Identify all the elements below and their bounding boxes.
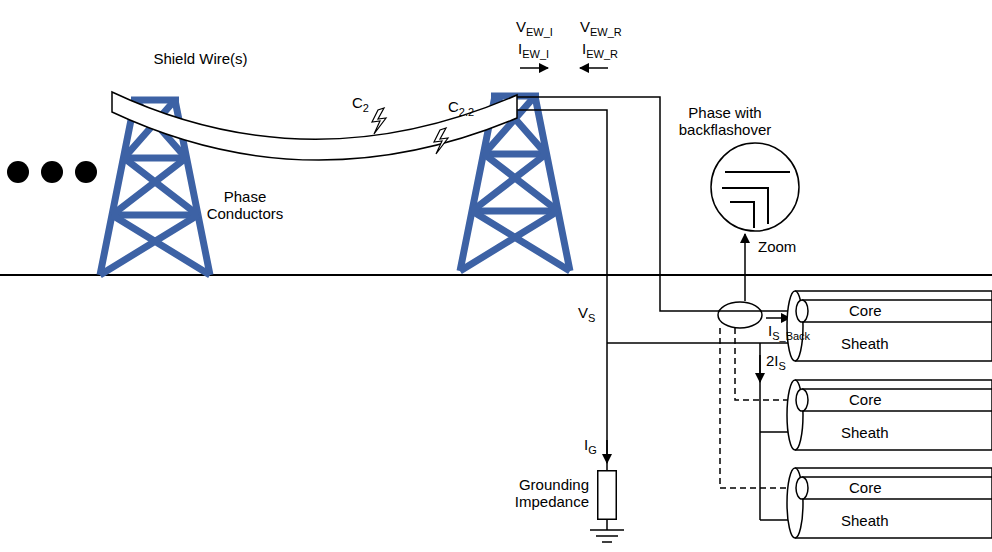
grounding-impedance: Grounding Impedance <box>597 470 617 520</box>
node-text: Sheath <box>841 335 889 352</box>
ground-line <box>0 274 992 276</box>
label: I <box>582 40 586 57</box>
subscript: S <box>588 312 595 325</box>
continuation-dots <box>7 161 97 183</box>
zoom-ellipse <box>718 302 762 328</box>
subscript: EW_I <box>522 48 549 61</box>
arrows <box>520 68 790 463</box>
lightning-symbol <box>434 128 448 154</box>
label: I <box>584 436 588 453</box>
subscript: G <box>588 444 597 457</box>
label: V <box>578 304 588 321</box>
label: C <box>448 98 459 115</box>
subscript: EW_R <box>590 26 622 39</box>
label: 2I <box>766 352 779 369</box>
label: Shield Wire(s) <box>153 50 248 67</box>
wires <box>517 97 792 542</box>
zoom-detail <box>722 172 790 228</box>
node-text: Phase with backflashover <box>670 104 780 139</box>
subscript: S <box>779 360 786 373</box>
label: C <box>352 94 363 111</box>
node-text: Core <box>849 302 882 319</box>
zoom-circle: Phase with backflashover <box>710 142 800 232</box>
node-text: Core <box>849 391 882 408</box>
node-outline <box>597 470 617 520</box>
subscript: EW_R <box>586 48 618 61</box>
label: I <box>518 40 522 57</box>
subscript: S_Back <box>772 330 810 343</box>
subscript: EW_I <box>526 26 553 39</box>
node-outline <box>710 142 800 232</box>
dashed-core-links <box>720 328 792 488</box>
label: V <box>516 18 526 35</box>
node-text: Core <box>849 479 882 496</box>
node-text: Sheath <box>841 424 889 441</box>
subscript: 2 <box>363 102 369 115</box>
cable: CoreSheath <box>785 466 992 540</box>
shield-and-phase-band <box>112 92 517 160</box>
cable: CoreSheath <box>785 378 992 452</box>
label: Zoom <box>758 238 796 255</box>
cable: CoreSheath <box>785 289 992 363</box>
node-text: Grounding Impedance <box>499 476 589 511</box>
label: V <box>580 18 590 35</box>
label: I <box>768 322 772 339</box>
node-text: Sheath <box>841 512 889 529</box>
subscript: 2.2 <box>459 106 474 119</box>
label: Phase Conductors <box>195 188 295 223</box>
lightning-symbol <box>372 108 386 134</box>
